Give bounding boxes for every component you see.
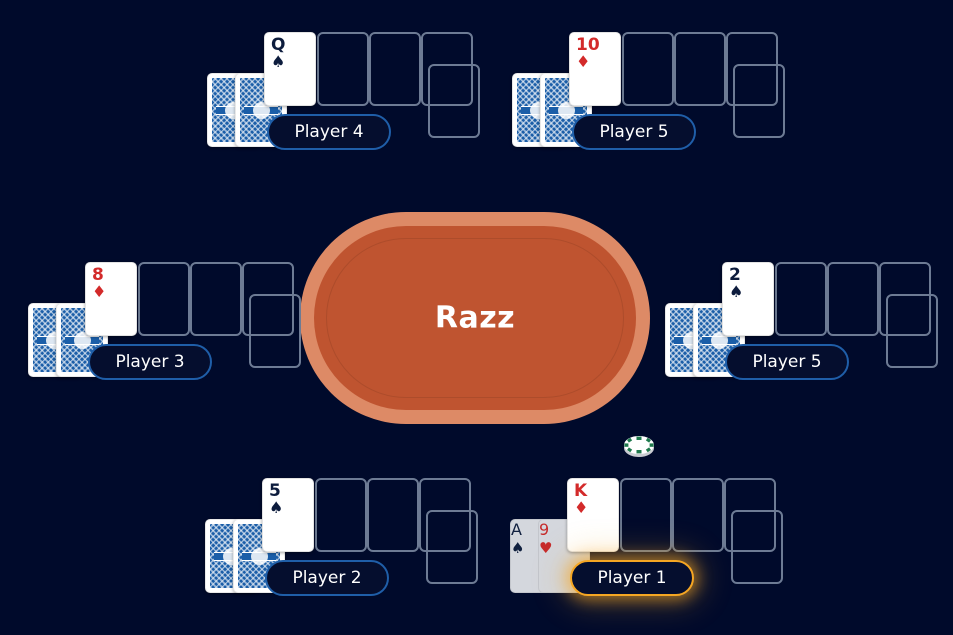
table-felt-inner: Razz <box>314 226 636 410</box>
player-name-badge[interactable]: Player 4 <box>267 114 391 150</box>
card-slot-empty <box>419 478 471 552</box>
card-slot-empty <box>827 262 879 336</box>
card-suit: ♦ <box>92 282 107 301</box>
card-slot-empty <box>138 262 190 336</box>
card-slot-empty <box>620 478 672 552</box>
card-suit: ♠ <box>269 498 284 517</box>
player-seat-player-2[interactable]: 5♠ Player 2 <box>205 478 478 608</box>
player-name-badge[interactable]: Player 1 <box>570 560 694 596</box>
card-slot-empty <box>369 32 421 106</box>
player-name-badge[interactable]: Player 2 <box>265 560 389 596</box>
card-rank: 10 <box>576 35 600 55</box>
card-face: Q♠ <box>264 32 316 106</box>
player-name-label: Player 3 <box>115 352 185 372</box>
player-name-label: Player 1 <box>597 568 667 588</box>
player-name-label: Player 5 <box>599 122 669 142</box>
card-face: 2♠ <box>722 262 774 336</box>
card-slot-empty <box>421 32 473 106</box>
poker-table: Razz <box>300 212 650 424</box>
card-suit: ♦ <box>576 52 591 71</box>
card-slot-empty <box>315 478 367 552</box>
card-slot-empty <box>886 294 938 368</box>
card-face: K♦ <box>567 478 619 552</box>
player-seat-player-5-top[interactable]: 10♦ Player 5 <box>512 32 785 162</box>
player-seat-player-4[interactable]: Q♠ Player 4 <box>207 32 480 162</box>
card-slot-empty <box>672 478 724 552</box>
card-rank: 2 <box>729 265 741 285</box>
card-suit: ♠ <box>729 282 744 301</box>
card-face: 8♦ <box>85 262 137 336</box>
player-seat-player-1[interactable]: A♠ 9♥ K♦ Player 1 <box>510 478 783 608</box>
card-rank: Q <box>271 35 286 55</box>
player-name-label: Player 5 <box>752 352 822 372</box>
card-slot-empty <box>674 32 726 106</box>
card-slot-empty <box>367 478 419 552</box>
table-game-name: Razz <box>434 300 516 336</box>
card-slot-empty <box>726 32 778 106</box>
card-rank: 8 <box>92 265 104 285</box>
card-suit: ♠ <box>511 539 525 557</box>
card-slot-empty <box>622 32 674 106</box>
card-slot-empty <box>724 478 776 552</box>
card-slot-empty <box>428 64 480 138</box>
card-slot-empty <box>317 32 369 106</box>
card-suit: ♠ <box>271 52 286 71</box>
card-slot-empty <box>879 262 931 336</box>
card-suit: ♥ <box>539 539 553 557</box>
player-name-label: Player 2 <box>292 568 362 588</box>
card-slot-empty <box>426 510 478 584</box>
card-rank: A <box>511 520 522 539</box>
player-name-badge[interactable]: Player 3 <box>88 344 212 380</box>
card-slot-empty <box>775 262 827 336</box>
dealer-chip-icon <box>622 434 656 458</box>
card-slot-empty <box>733 64 785 138</box>
player-seat-player-3[interactable]: 8♦ Player 3 <box>28 262 301 392</box>
card-slot-empty <box>731 510 783 584</box>
player-seat-player-5-right[interactable]: 2♠ Player 5 <box>665 262 938 392</box>
card-suit: ♦ <box>574 498 589 517</box>
card-slot-empty <box>242 262 294 336</box>
card-rank: 5 <box>269 481 281 501</box>
table-felt-outline <box>326 238 624 398</box>
card-face: 10♦ <box>569 32 621 106</box>
card-face: 5♠ <box>262 478 314 552</box>
card-rank: 9 <box>539 520 550 539</box>
card-slot-empty <box>249 294 301 368</box>
player-name-badge[interactable]: Player 5 <box>725 344 849 380</box>
player-name-badge[interactable]: Player 5 <box>572 114 696 150</box>
player-name-label: Player 4 <box>294 122 364 142</box>
card-slot-empty <box>190 262 242 336</box>
card-rank: K <box>574 481 588 501</box>
